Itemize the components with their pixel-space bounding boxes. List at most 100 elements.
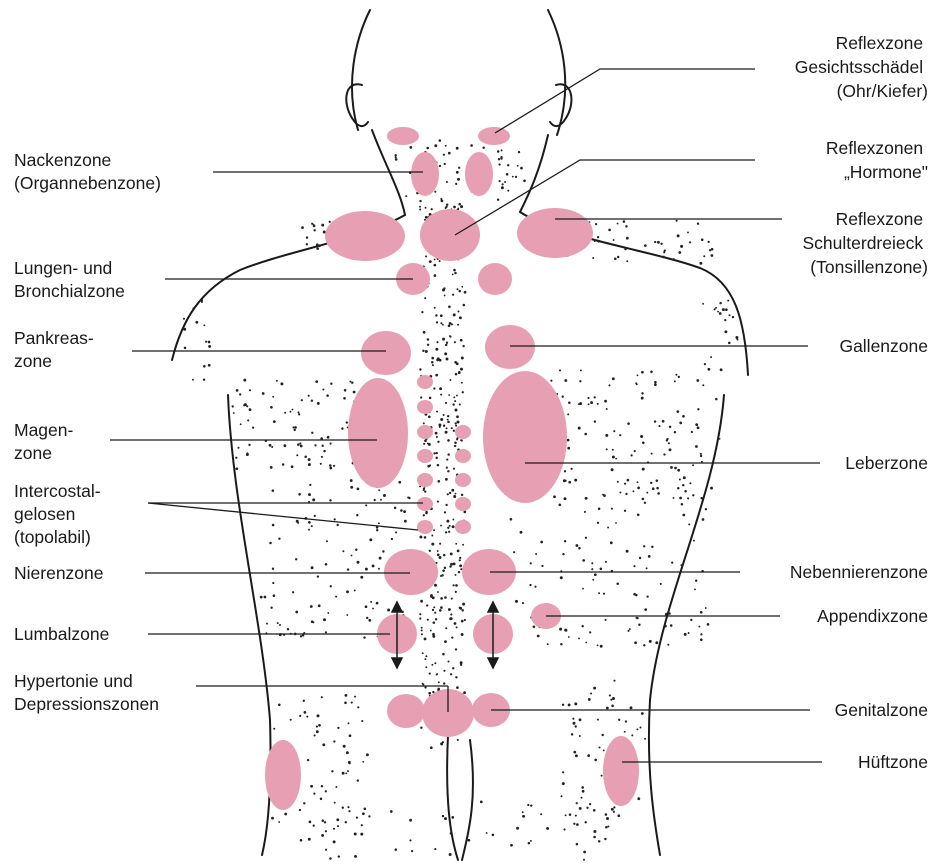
stipple-dot [430,594,433,597]
stipple-dot [346,590,349,593]
stipple-dot [424,297,426,299]
stipple-dot [344,389,347,392]
stipple-dot [277,622,279,624]
stipple-dot [437,480,440,483]
stipple-dot [192,308,194,310]
stipple-dot [350,486,353,489]
stipple-dot [284,813,287,816]
stipple-dot [348,761,351,764]
stipple-dot [594,240,596,242]
stipple-dot [618,719,620,721]
stipple-dot [357,706,359,708]
stipple-dot [295,558,297,560]
stipple-dot [266,623,268,625]
stipple-dot [304,711,307,714]
stipple-dot [446,520,449,523]
stipple-dot [434,144,437,147]
stipple-dot [323,231,326,234]
stipple-dot [439,387,442,390]
stipple-dot [429,260,432,263]
zone-shoulder-left [325,211,405,261]
stipple-dot [612,449,614,451]
stipple-dot [651,546,653,548]
stipple-dot [581,797,583,799]
stipple-dot [445,478,448,481]
stipple-dot [354,855,357,858]
stipple-dot [453,396,455,398]
stipple-dot [568,481,571,484]
stipple-dot [273,728,275,730]
stipple-dot [299,442,301,444]
stipple-dot [452,525,455,528]
stipple-dot [351,382,353,384]
stipple-dot [606,448,608,450]
stipple-dot [269,542,272,545]
stipple-dot [433,606,435,608]
stipple-dot [606,408,608,410]
stipple-dot [680,245,683,248]
stipple-dot [290,719,292,721]
stipple-dot [458,167,460,169]
stipple-dot [431,664,433,666]
stipple-dot [727,300,729,302]
stipple-dot [307,759,309,761]
stipple-dot [693,540,695,542]
stipple-dot [715,307,717,309]
stipple-dot [605,561,607,563]
stipple-dot [329,464,332,467]
stipple-dot [600,645,603,648]
label-appendixzone: Appendixzone [817,606,928,626]
stipple-dot [437,464,440,467]
stipple-dot [644,502,646,504]
stipple-dot [558,503,561,506]
stipple-dot [357,561,360,564]
stipple-dot [314,229,316,231]
stipple-dot [183,318,185,320]
stipple-dot [462,391,464,393]
stipple-dot [584,433,587,436]
stipple-dot [279,624,281,626]
stipple-dot [492,834,495,837]
stipple-dot [298,411,300,413]
stipple-dot [454,622,457,625]
stipple-dot [700,633,702,635]
stipple-dot [437,357,440,360]
stipple-dot [376,529,378,531]
stipple-dot [233,412,235,414]
stipple-dot [444,163,446,165]
stipple-dot [273,594,276,597]
stipple-dot [641,397,644,400]
zone-liver [483,371,567,503]
stipple-dot [611,508,613,510]
right-arm-inner [649,395,724,855]
stipple-dot [343,745,346,748]
stipple-dot [420,726,422,728]
stipple-dot [427,619,429,621]
stipple-dot [208,341,211,344]
stipple-dot [278,821,280,823]
stipple-dot [627,422,630,425]
stipple-dot [435,432,438,435]
stipple-dot [573,722,576,725]
line-hormone [455,160,755,235]
stipple-dot [707,368,710,371]
stipple-dot [585,497,588,500]
stipple-dot [537,635,540,638]
stipple-dot [284,412,286,414]
stipple-dot [387,609,390,612]
stipple-dot [445,504,447,506]
stipple-dot [329,221,331,223]
stipple-dot [349,734,352,737]
stipple-dot [321,456,323,458]
stipple-dot [342,772,345,775]
stipple-dot [314,515,316,517]
stipple-dot [463,304,466,307]
stipple-dot [579,380,581,382]
stipple-dot [648,555,651,558]
stipple-dot [674,380,676,382]
stipple-dot [273,420,276,423]
stipple-dot [455,373,458,376]
stipple-dot [611,468,614,471]
stipple-dot [461,620,464,623]
stipple-dot [654,383,657,386]
